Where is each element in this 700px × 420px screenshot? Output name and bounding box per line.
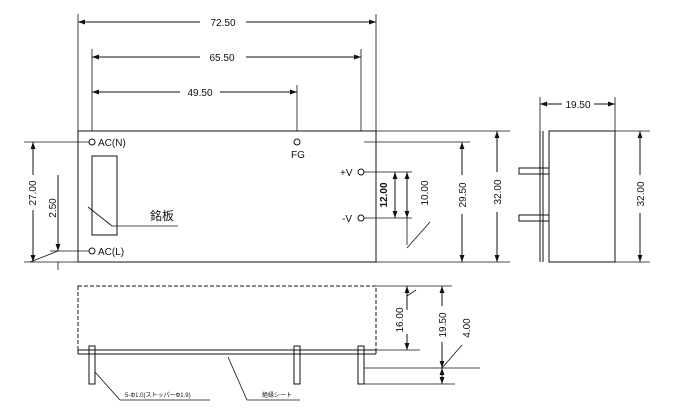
label-v-plus: +V (340, 168, 353, 179)
note-insulation-sheet: 絶縁シート (262, 391, 292, 399)
terminal-ac-n (88, 138, 96, 146)
dim-side-height: 32.00 (636, 181, 647, 206)
label-ac-n: AC(N) (98, 138, 126, 149)
dim-offset-v: 10.00 (420, 180, 431, 205)
terminal-v-plus (357, 168, 365, 176)
bottom-pin-3 (357, 345, 365, 385)
dim-offset-left: 2.50 (48, 198, 59, 218)
dim-pitch-v: 12.00 (379, 182, 390, 207)
bottom-view-body (77, 285, 377, 351)
dim-height-inner: 27.00 (28, 180, 39, 205)
dim-height-total: 32.00 (493, 179, 504, 204)
bottom-pin-1 (88, 345, 96, 385)
note-pins: 5-Φ1.0(ストッパーΦ1.9) (125, 392, 191, 399)
dim-side-depth: 19.50 (565, 100, 590, 111)
front-view-body (77, 130, 377, 263)
dim-width-total: 72.50 (210, 18, 235, 29)
terminal-ac-l (88, 247, 96, 255)
nameplate-rect (91, 155, 118, 236)
side-pin-top (518, 167, 550, 175)
side-view-body (548, 130, 616, 263)
label-nameplate: 銘板 (150, 208, 174, 223)
dim-height-mid: 29.50 (458, 182, 469, 207)
side-pin-bottom (518, 214, 550, 222)
dim-bottom-total: 19.50 (438, 312, 449, 337)
dim-bottom-pin: 4.00 (462, 318, 473, 338)
label-v-minus: -V (342, 214, 352, 225)
dim-pitch-fg: 49.50 (187, 88, 212, 99)
bottom-pin-2 (293, 345, 301, 385)
label-fg: FG (291, 150, 305, 161)
dim-pitch-outer: 65.50 (209, 53, 234, 64)
terminal-v-minus (357, 214, 365, 222)
dim-bottom-body: 16.00 (395, 307, 406, 332)
label-ac-l: AC(L) (98, 247, 124, 258)
terminal-fg (293, 138, 301, 146)
